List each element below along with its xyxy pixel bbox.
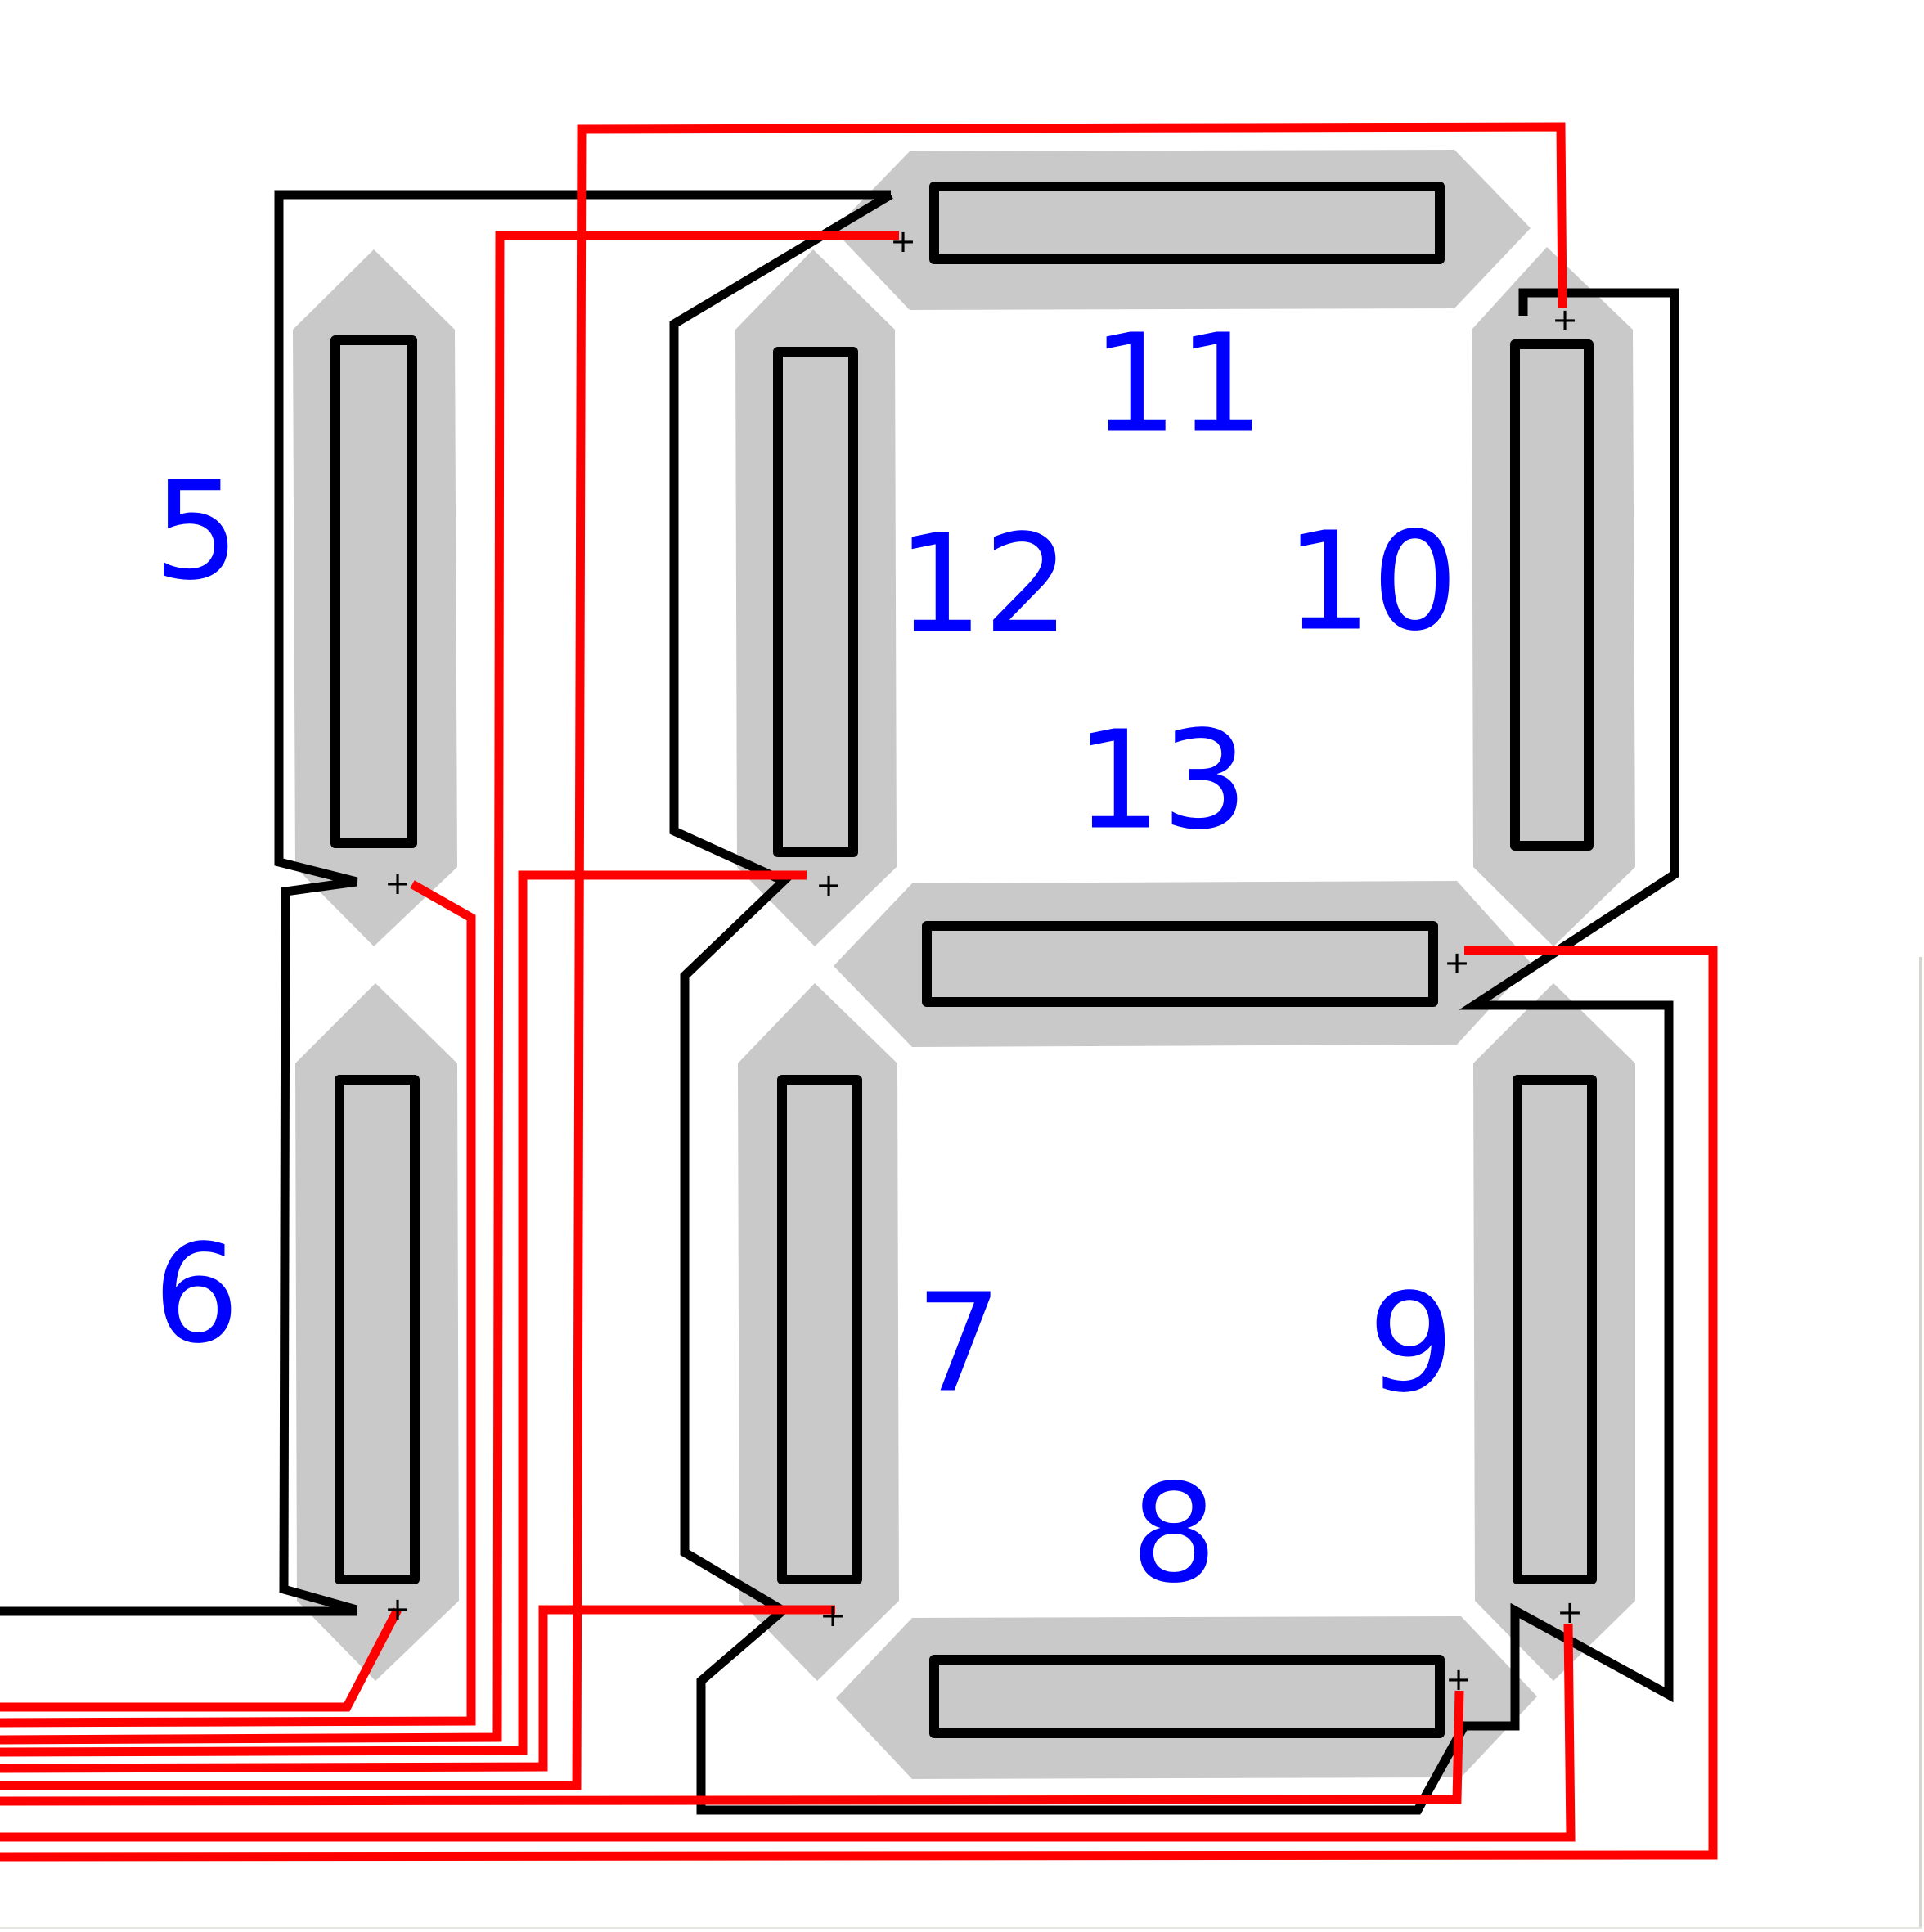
segment-5-strip (330, 335, 417, 848)
red-wire-segment-13 (0, 946, 1718, 1862)
plus-terminal-segment-5: + (384, 865, 411, 901)
black-wire-left-loop (274, 190, 891, 1615)
segment-12-strip (773, 347, 858, 857)
label-segment-13: 13 (1075, 703, 1247, 860)
segment-10-strip (1510, 339, 1594, 851)
red-wire-segment-6 (0, 1607, 402, 1712)
segment-8-body (836, 1616, 1537, 1779)
led-strips (330, 182, 1597, 1738)
positive-wires (0, 122, 1718, 1862)
segment-13-strip (922, 921, 1438, 1007)
segment-6-strip (335, 1075, 420, 1584)
red-wire-segment-9 (0, 1623, 1576, 1842)
label-segment-10: 10 (1285, 504, 1458, 662)
plus-terminal-segment-11: + (890, 223, 916, 259)
plus-terminal-segment-10: + (1552, 302, 1578, 338)
right-border (1919, 957, 1922, 1929)
segment-11-strip (929, 182, 1445, 264)
label-segment-9: 9 (1368, 1265, 1454, 1423)
label-segment-8: 8 (1131, 1456, 1217, 1614)
positive-terminals: + + + + + + + + + (384, 223, 1583, 1697)
red-wire-segment-8 (0, 1690, 1464, 1806)
red-wire-segment-12 (0, 870, 807, 1757)
red-wire-segment-5 (0, 880, 476, 1728)
plus-terminal-segment-8: + (1445, 1661, 1472, 1697)
black-wire-main-chain (669, 191, 1679, 1815)
plus-terminal-segment-6: + (384, 1591, 411, 1627)
segment-13-body (834, 881, 1531, 1047)
segment-9-strip (1513, 1075, 1597, 1584)
label-segment-5: 5 (153, 453, 240, 611)
bottom-border (0, 1927, 1922, 1929)
plus-terminal-segment-9: + (1557, 1594, 1583, 1630)
segment-7-strip (777, 1075, 862, 1584)
label-segment-7: 7 (915, 1265, 1002, 1423)
red-wire-segment-11 (0, 231, 899, 1745)
segment-labels: 5 6 7 8 9 10 11 12 13 (153, 306, 1458, 1614)
plus-terminal-segment-13: + (1444, 945, 1470, 981)
label-segment-6: 6 (153, 1216, 240, 1374)
red-wire-segment-7 (0, 1605, 835, 1773)
segment-8-strip (929, 1655, 1445, 1738)
label-segment-11: 11 (1091, 306, 1264, 464)
red-wire-segment-10 (0, 122, 1567, 1790)
plus-terminal-segment-12: + (816, 867, 842, 903)
label-segment-12: 12 (897, 506, 1069, 664)
negative-wires (0, 190, 1679, 1815)
plus-terminal-segment-7: + (820, 1597, 846, 1633)
